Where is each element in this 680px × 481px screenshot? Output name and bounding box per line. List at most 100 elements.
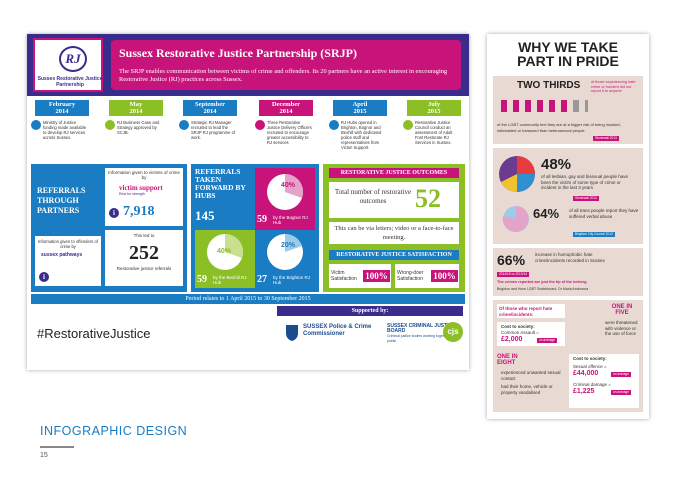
timeline-dot-icon <box>255 120 265 130</box>
brighton-pie <box>267 233 303 270</box>
pride-poster: WHY WE TAKE PART IN PRIDE TWO THIRDS of … <box>487 34 649 419</box>
info-icon: i <box>109 208 119 218</box>
cost-tag: on average <box>611 372 631 377</box>
victim-count: 7,918 <box>123 204 155 219</box>
stat-two-thirds: TWO THIRDS of those experiencing hate cr… <box>493 76 643 144</box>
poster-title: WHY WE TAKE PART IN PRIDE <box>487 40 649 68</box>
bexhill-label: by the Bexhill RJ Hub <box>213 275 247 285</box>
intro-text: The SRJP enables communication between v… <box>119 68 448 83</box>
source-tag: Stonewall 2013 <box>573 196 599 201</box>
two-thirds-side: of those experiencing hate crime or inci… <box>591 80 636 93</box>
stat-66-sub: Brighton and Hove LGBT Switchboard, Dr M… <box>497 287 589 291</box>
hubs-count: 145 <box>195 208 215 223</box>
cost-tag: on average <box>611 390 631 395</box>
two-thirds-big: TWO THIRDS <box>517 80 581 91</box>
victim-satisfaction-pct: 100% <box>363 270 390 282</box>
source-tag: Brighton City Council 2013 <box>573 232 615 237</box>
stat-48-big: 48% <box>541 156 572 173</box>
timeline-text: Strategic RJ Manager recruited to lead t… <box>191 120 236 140</box>
victim-satisfaction: Victim Satisfaction 100% <box>329 264 391 288</box>
referrals-title: REFERRALS THROUGH PARTNERS <box>37 186 86 215</box>
source-tag: 2014/15 vs 2013/14 <box>497 272 530 277</box>
victim-support-box: Information given to victims of crime by… <box>105 168 183 226</box>
cost-box-assault: Cost to society: Common Assault = £2,000… <box>497 322 565 346</box>
brighton-label: by the Brighton RJ Hub <box>273 275 311 285</box>
report-label-box: Of those who report hate crime/incidents… <box>497 304 565 318</box>
satisfaction-title: RESTORATIVE JUSTICE SATISFACTION <box>329 250 459 260</box>
header-title-panel <box>111 40 461 90</box>
referrals-panel: REFERRALS THROUGH PARTNERS Information g… <box>31 164 187 292</box>
one-in-eight: ONE IN EIGHT <box>497 354 518 366</box>
cost-value: £2,000 <box>501 336 523 343</box>
one-in-eight-text2: had their home, vehicle or property vand… <box>501 384 553 395</box>
people-icons <box>501 100 588 112</box>
two-thirds-text: of the LGBT community feel they are at a… <box>497 122 621 133</box>
wrongdoer-satisfaction-pct: 100% <box>431 270 458 282</box>
hashtag: #RestorativeJustice <box>37 326 151 341</box>
bognor-pie <box>267 173 304 210</box>
cjb-logo: SUSSEX CRIMINAL JUSTICE BOARD Criminal j… <box>387 324 467 344</box>
timeline-text: RJ Business Case and Strategy approved b… <box>117 120 160 135</box>
stat-64-big: 64% <box>533 206 560 221</box>
wrongdoer-satisfaction-label: Wrong-doer Satisfaction <box>397 270 424 282</box>
stat-66-note: The crimes reported are just the tip of … <box>497 280 588 284</box>
timeline-dot-icon <box>403 120 413 130</box>
one-in-five: ONE IN FIVE <box>611 304 633 316</box>
srjp-logo: RJ Sussex Restorative Justice Partnershi… <box>33 38 103 92</box>
outcomes-panel: RESTORATIVE JUSTICE OUTCOMES Total numbe… <box>323 164 465 292</box>
stat-48-text: of all lesbian, gay and bisexual people … <box>541 174 629 190</box>
brighton-num: 27 <box>257 274 267 285</box>
total-referrals: 252 <box>129 242 159 264</box>
cost-value: £44,000 <box>573 370 599 377</box>
one-in-five-text: were threatened with violence or the use… <box>605 320 638 336</box>
stat-costs: Of those who report hate crime/incidents… <box>493 300 643 412</box>
timeline-text: Ministry of Justice funding made availab… <box>43 120 87 140</box>
bognor-pct: 40% <box>281 182 296 189</box>
timeline-dot-icon <box>105 120 115 130</box>
period-note: Period relates to 1 April 2015 to 30 Sep… <box>31 294 465 304</box>
timeline-dot-icon <box>329 120 339 130</box>
bexhill-pie <box>207 233 244 270</box>
cjs-badge-icon: cjs <box>443 322 463 342</box>
offender-label: Information given to offenders of crime … <box>38 239 98 249</box>
infographic-title: Sussex Restorative Justice Partnership (… <box>119 46 357 60</box>
cost-tag: on average <box>537 338 557 343</box>
outcomes-label: Total number of restorative outcomes <box>334 188 412 205</box>
total-label: This led to <box>133 233 155 238</box>
cost-value: £1,225 <box>573 388 595 395</box>
offender-count: 597 <box>53 268 73 283</box>
trans-pie <box>502 206 529 232</box>
timeline-dot-icon <box>179 120 189 130</box>
bognor-label: by the Bognor RJ Hub <box>273 215 308 225</box>
stat-66-text: increase in homophobic hate crime/incide… <box>535 252 605 263</box>
cost-label: Cost to society: <box>573 356 607 361</box>
bexhill-num: 59 <box>197 274 207 285</box>
pcc-text: SUSSEX Police & Crime Commissioner <box>303 324 372 337</box>
outcomes-box: Total number of restorative outcomes 52 <box>329 182 459 218</box>
bexhill-hub: 40% 59 by the Bexhill RJ Hub <box>195 230 255 288</box>
outcomes-note: This can be via letters; video or a face… <box>329 222 459 244</box>
total-sub: Restorative justice referrals <box>116 266 172 271</box>
bexhill-pct: 40% <box>217 248 232 255</box>
wrongdoer-satisfaction: Wrong-doer Satisfaction 100% <box>395 264 459 288</box>
stat-66: 66% increase in homophobic hate crime/in… <box>493 248 643 296</box>
portfolio-section-title: INFOGRAPHIC DESIGN <box>40 424 188 438</box>
sussex-pathways-logo: sussex pathways <box>41 252 83 258</box>
hubs-title: REFERRALS TAKEN FORWARD BY HUBS <box>195 167 246 200</box>
shield-icon <box>286 325 298 341</box>
referrals-total-box: This led to 252 Restorative justice refe… <box>105 230 183 286</box>
stat-48: 48% of all lesbian, gay and bisexual peo… <box>493 148 643 244</box>
timeline-text: Three Restorative Justice Delivery Offic… <box>267 120 312 145</box>
outcomes-title: RESTORATIVE JUSTICE OUTCOMES <box>329 168 459 178</box>
victim-support-tagline: Rest for strength <box>119 192 145 196</box>
cost-item: Sexual offence = <box>573 364 607 369</box>
rj-logo-mark: RJ <box>59 46 87 72</box>
hubs-panel: REFERRALS TAKEN FORWARD BY HUBS 145 40% … <box>191 164 319 292</box>
timeline-text: Restorative Justice Council conduct an a… <box>415 120 453 145</box>
